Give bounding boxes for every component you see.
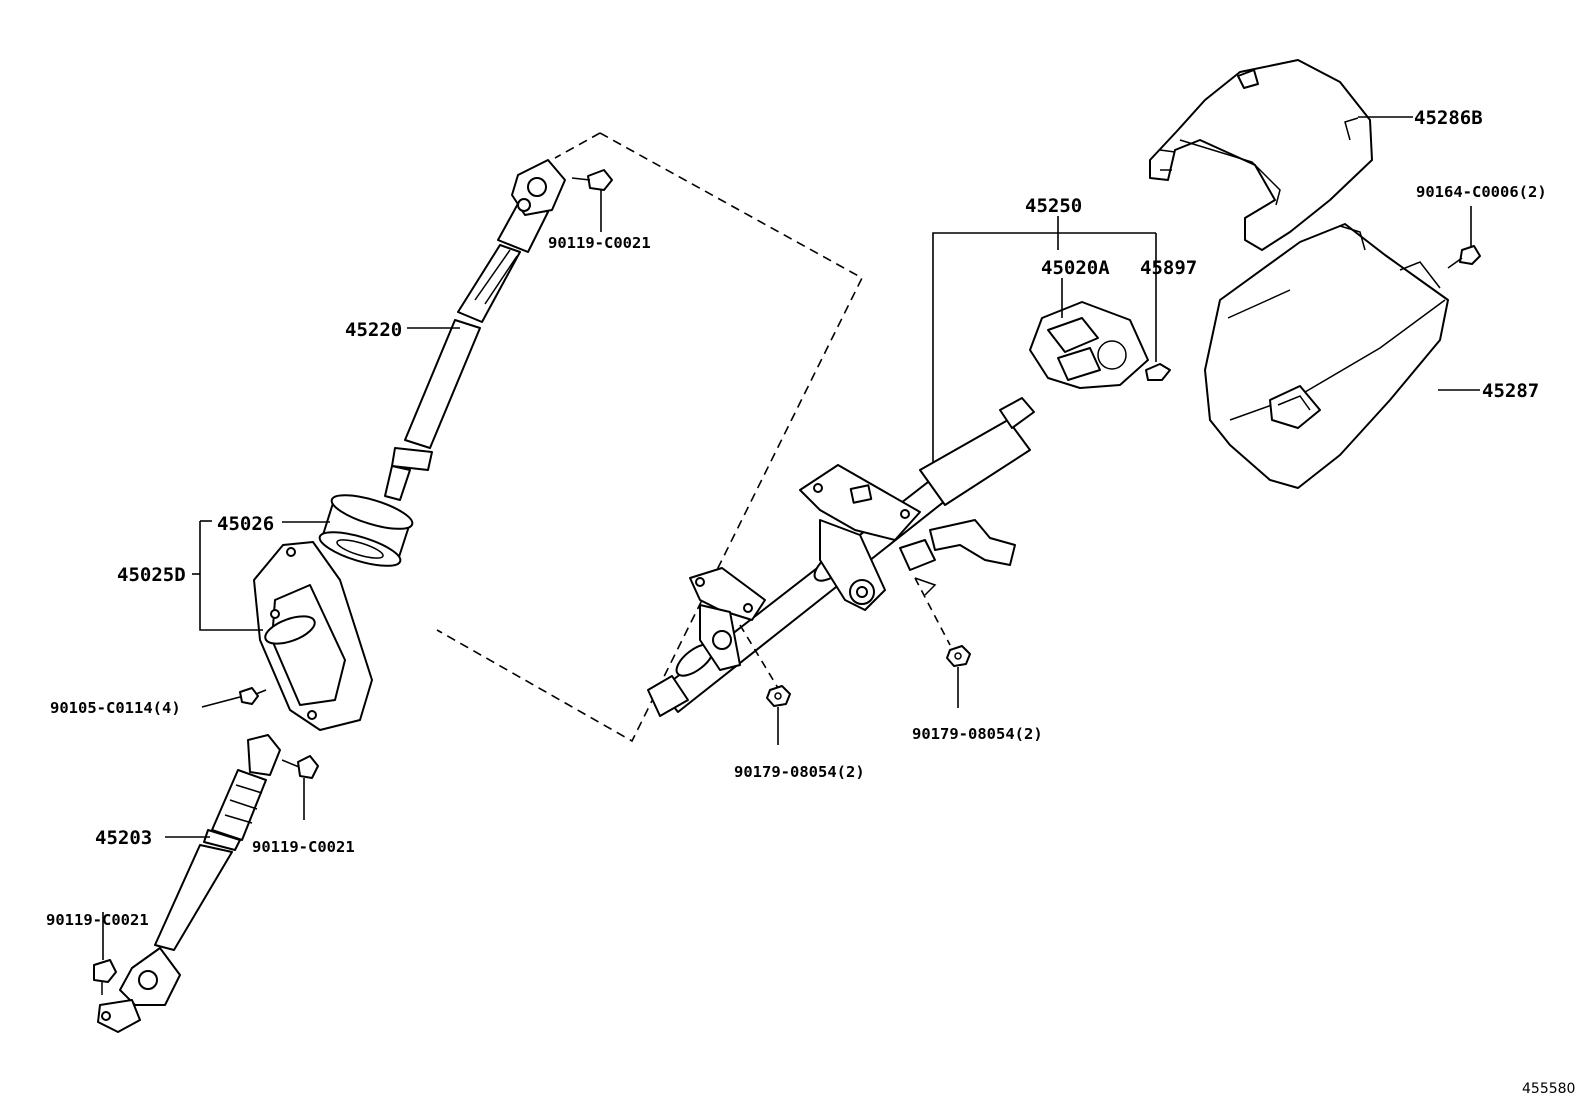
key-pin	[1145, 233, 1171, 381]
label-90164-c0006: 90164-C0006(2)	[1416, 183, 1547, 201]
label-90119-c0021-middle: 90119-C0021	[252, 838, 355, 856]
label-45897: 45897	[1140, 257, 1197, 279]
lower-intermediate-shaft	[97, 734, 281, 1033]
label-45287: 45287	[1482, 380, 1539, 402]
lower-column-cover	[1204, 223, 1449, 489]
label-90119-c0021-lower: 90119-C0021	[46, 911, 149, 929]
diagram-id: 455580	[1522, 1081, 1575, 1097]
label-90179-08054-right: 90179-08054(2)	[912, 725, 1043, 743]
upper-column-cover	[1149, 59, 1373, 251]
label-45286b: 45286B	[1414, 107, 1483, 129]
ignition-switch-body	[1029, 301, 1149, 389]
bolt-90119-middle	[281, 755, 319, 820]
nut-90179-right	[946, 645, 971, 708]
label-45026: 45026	[217, 513, 274, 535]
bolt-90119-lower	[93, 912, 117, 995]
dust-seal-bushing	[318, 494, 414, 567]
upper-intermediate-shaft	[384, 159, 566, 501]
screw-90164	[1447, 206, 1481, 269]
label-45250: 45250	[1025, 195, 1082, 217]
label-45203: 45203	[95, 827, 152, 849]
nut-90179-left	[766, 685, 791, 745]
assembly-dashed-outline	[436, 132, 864, 743]
bolt-90119-upper	[571, 169, 613, 232]
label-45220: 45220	[345, 319, 402, 341]
label-90105-c0114: 90105-C0114(4)	[50, 699, 181, 717]
label-45025d: 45025D	[117, 564, 186, 586]
label-90119-c0021-upper: 90119-C0021	[548, 234, 651, 252]
steering-column-assembly	[647, 397, 1035, 717]
steering-column-hole-cover	[253, 541, 373, 731]
label-45020a: 45020A	[1041, 257, 1110, 279]
bolt-90105	[239, 687, 267, 705]
label-90179-08054-left: 90179-08054(2)	[734, 763, 865, 781]
